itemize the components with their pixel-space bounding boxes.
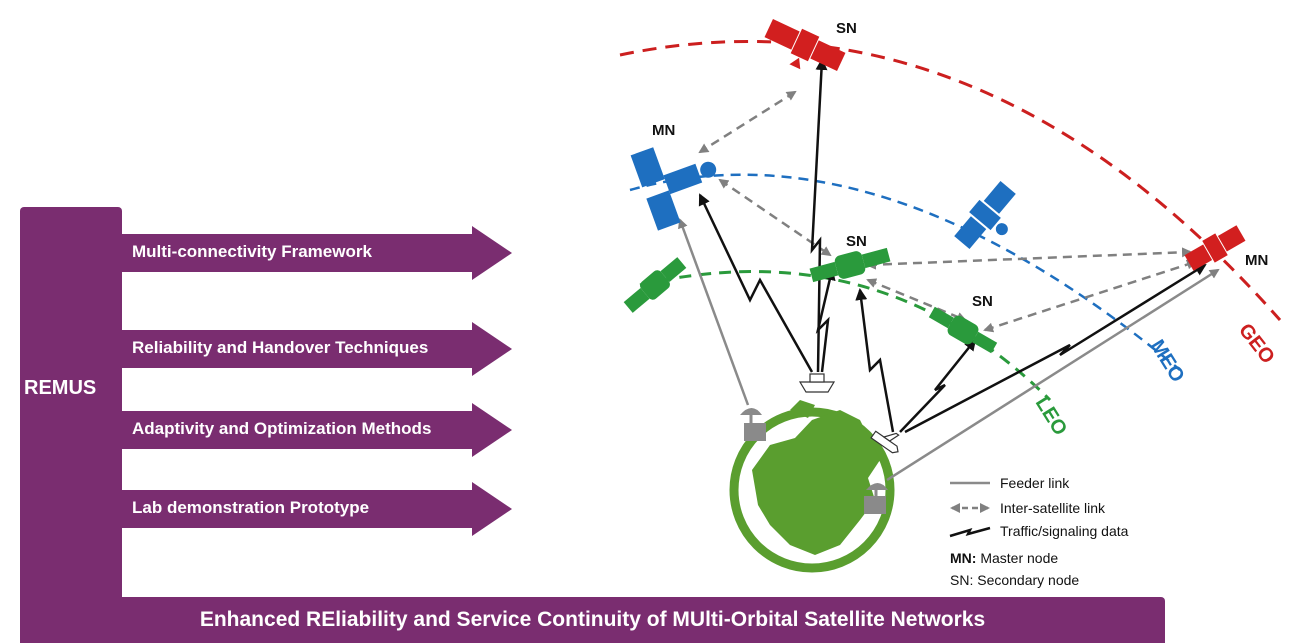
legend-isl-label: Inter-satellite link (1000, 500, 1106, 516)
traffic-link (815, 268, 836, 373)
legend-mn: MN: Master node (950, 550, 1058, 566)
ground-station-right-icon (864, 483, 888, 514)
isl-link (698, 90, 797, 154)
leo-satellite-icon (623, 257, 687, 313)
framework-item-label: Reliability and Handover Techniques (132, 338, 429, 357)
traffic-link (855, 288, 895, 433)
legend-sn: SN: Secondary node (950, 572, 1079, 588)
traffic-link (698, 193, 814, 373)
traffic-link (904, 263, 1207, 434)
remus-bar (20, 207, 122, 643)
feeder-link (678, 218, 750, 406)
legend: Feeder link Inter-satellite link Traffic… (949, 475, 1129, 588)
earth-icon (729, 400, 895, 573)
leo-sn2-satellite-icon (928, 306, 998, 354)
leo-sn1-satellite-icon (809, 247, 891, 283)
legend-traffic-line (949, 526, 991, 538)
traffic-link (810, 58, 828, 373)
leo-sn2-label: SN (972, 293, 993, 310)
geo-mn-satellite-icon (1184, 225, 1246, 271)
legend-feeder-label: Feeder link (1000, 475, 1070, 491)
meo-satellite-icon (954, 180, 1016, 250)
framework-item-adaptivity: Adaptivity and Optimization Methods (122, 403, 512, 457)
leo-orbit (639, 270, 1052, 402)
geo-sn-satellite-icon (764, 19, 846, 71)
airplane-icon (870, 430, 900, 454)
traffic-link (899, 338, 977, 433)
framework-item-reliability: Reliability and Handover Techniques (122, 322, 512, 376)
meo-mn-label: MN (652, 122, 675, 139)
geo-orbit (619, 39, 1282, 321)
geo-sn-label: SN (836, 20, 857, 37)
subtitle-bar (20, 597, 1165, 643)
framework-item-label: Lab demonstration Prototype (132, 498, 370, 517)
framework-item-multi-connectivity: Multi-connectivity Framework (122, 226, 512, 280)
isl-link (866, 278, 967, 322)
isl-link (866, 247, 1192, 270)
geo-mn-label: MN (1245, 252, 1268, 269)
satellite-network-diagram: GEO MEO LEO (619, 19, 1282, 588)
subtitle-text: Enhanced REliability and Service Continu… (199, 608, 986, 631)
remus-label: REMUS (24, 377, 97, 399)
meo-orbit (629, 173, 1181, 371)
ship-icon (798, 373, 836, 393)
framework-item-label: Adaptivity and Optimization Methods (132, 419, 432, 438)
framework-item-prototype: Lab demonstration Prototype (122, 482, 512, 536)
ground-station-left-icon (740, 408, 766, 441)
legend-traffic-label: Traffic/signaling data (1000, 523, 1129, 539)
meo-mn-satellite-icon (630, 147, 717, 231)
isl-link (983, 259, 1197, 333)
meo-label: MEO (1146, 336, 1189, 386)
framework-item-label: Multi-connectivity Framework (132, 242, 372, 261)
geo-label: GEO (1234, 320, 1279, 369)
leo-label: LEO (1031, 393, 1071, 440)
leo-sn1-label: SN (846, 233, 867, 250)
